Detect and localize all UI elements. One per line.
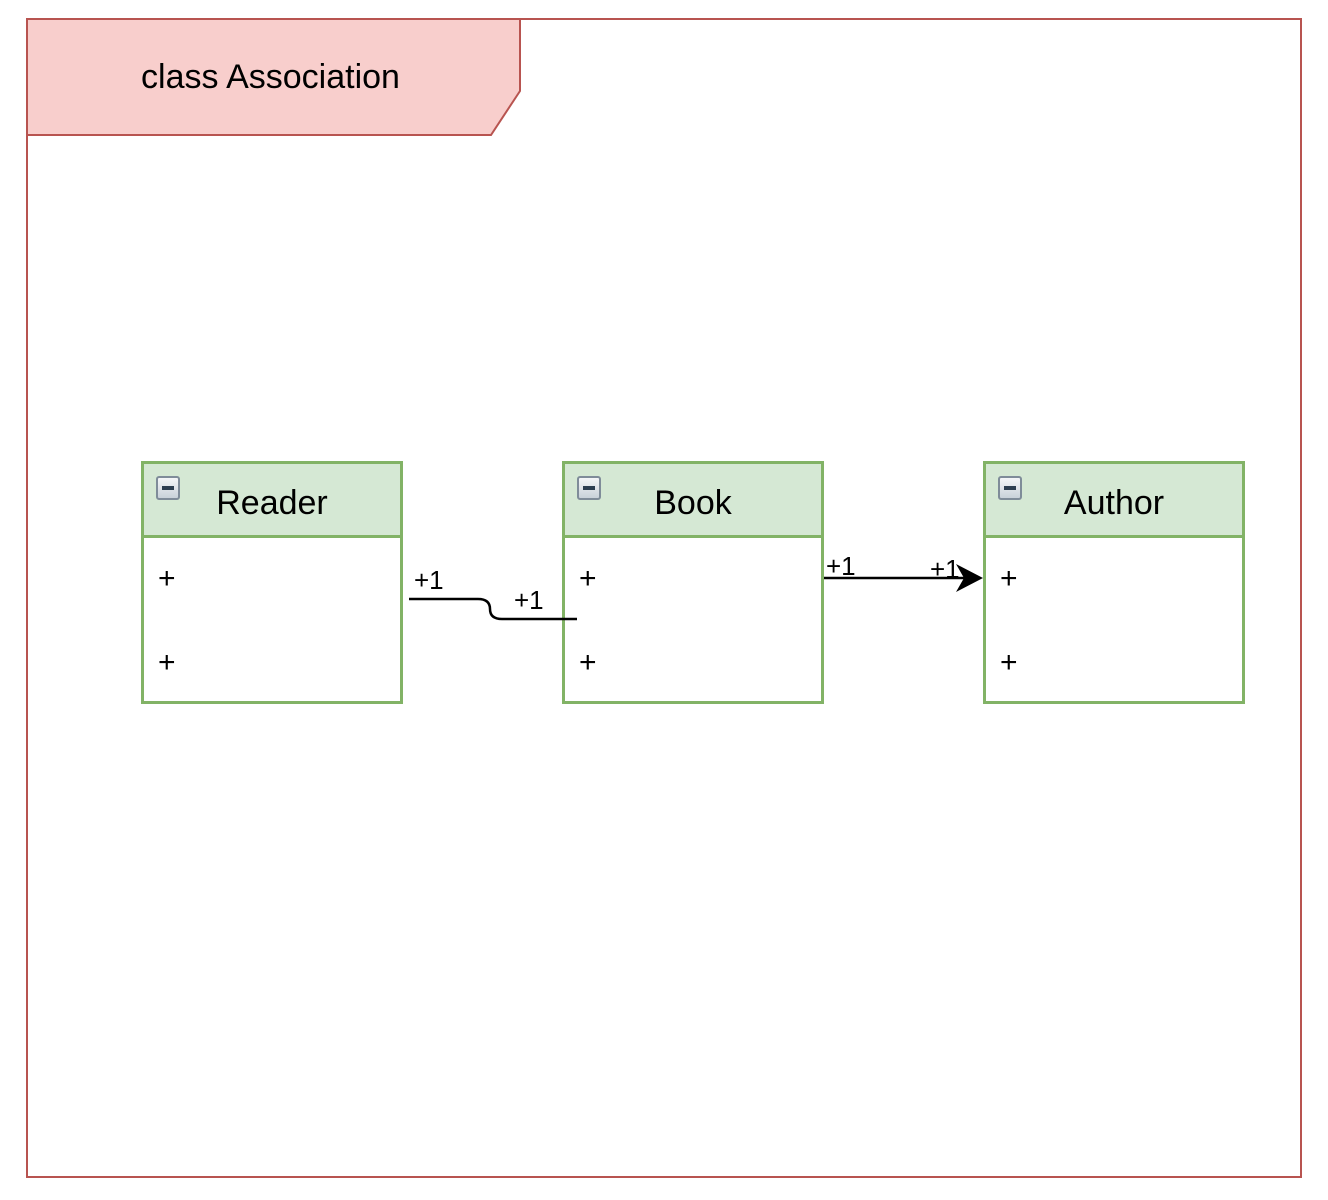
minus-square-icon[interactable] [156, 476, 180, 500]
frame-title: class Association [141, 58, 400, 96]
arrow-icon [956, 564, 983, 592]
multiplicity-book-end[interactable]: +1 [514, 585, 544, 615]
class-author-header[interactable]: Author [986, 464, 1242, 538]
class-reader-attribute[interactable]: + [158, 562, 176, 595]
class-reader[interactable]: Reader + + [141, 461, 403, 704]
class-author-attribute[interactable]: + [1000, 562, 1018, 595]
class-book-name: Book [654, 484, 732, 522]
class-reader-attribute[interactable]: + [158, 646, 176, 679]
association-reader-book[interactable] [409, 597, 577, 621]
multiplicity-reader-end[interactable]: +1 [414, 565, 444, 595]
minus-square-icon[interactable] [998, 476, 1022, 500]
multiplicity-book-source[interactable]: +1 [826, 551, 856, 581]
class-author-attribute[interactable]: + [1000, 646, 1018, 679]
class-reader-header[interactable]: Reader [144, 464, 400, 538]
frame-tab-shape [26, 18, 521, 136]
class-author-name: Author [1063, 484, 1165, 522]
minus-square-icon[interactable] [577, 476, 601, 500]
class-book-attribute[interactable]: + [579, 646, 597, 679]
frame-label-tab: class Association [26, 18, 521, 136]
multiplicity-author-end[interactable]: +1 [930, 554, 960, 584]
class-book-header[interactable]: Book [565, 464, 821, 538]
class-author[interactable]: Author + + [983, 461, 1245, 704]
class-book[interactable]: Book + + [562, 461, 824, 704]
class-reader-name: Reader [216, 484, 328, 522]
class-book-attribute[interactable]: + [579, 562, 597, 595]
